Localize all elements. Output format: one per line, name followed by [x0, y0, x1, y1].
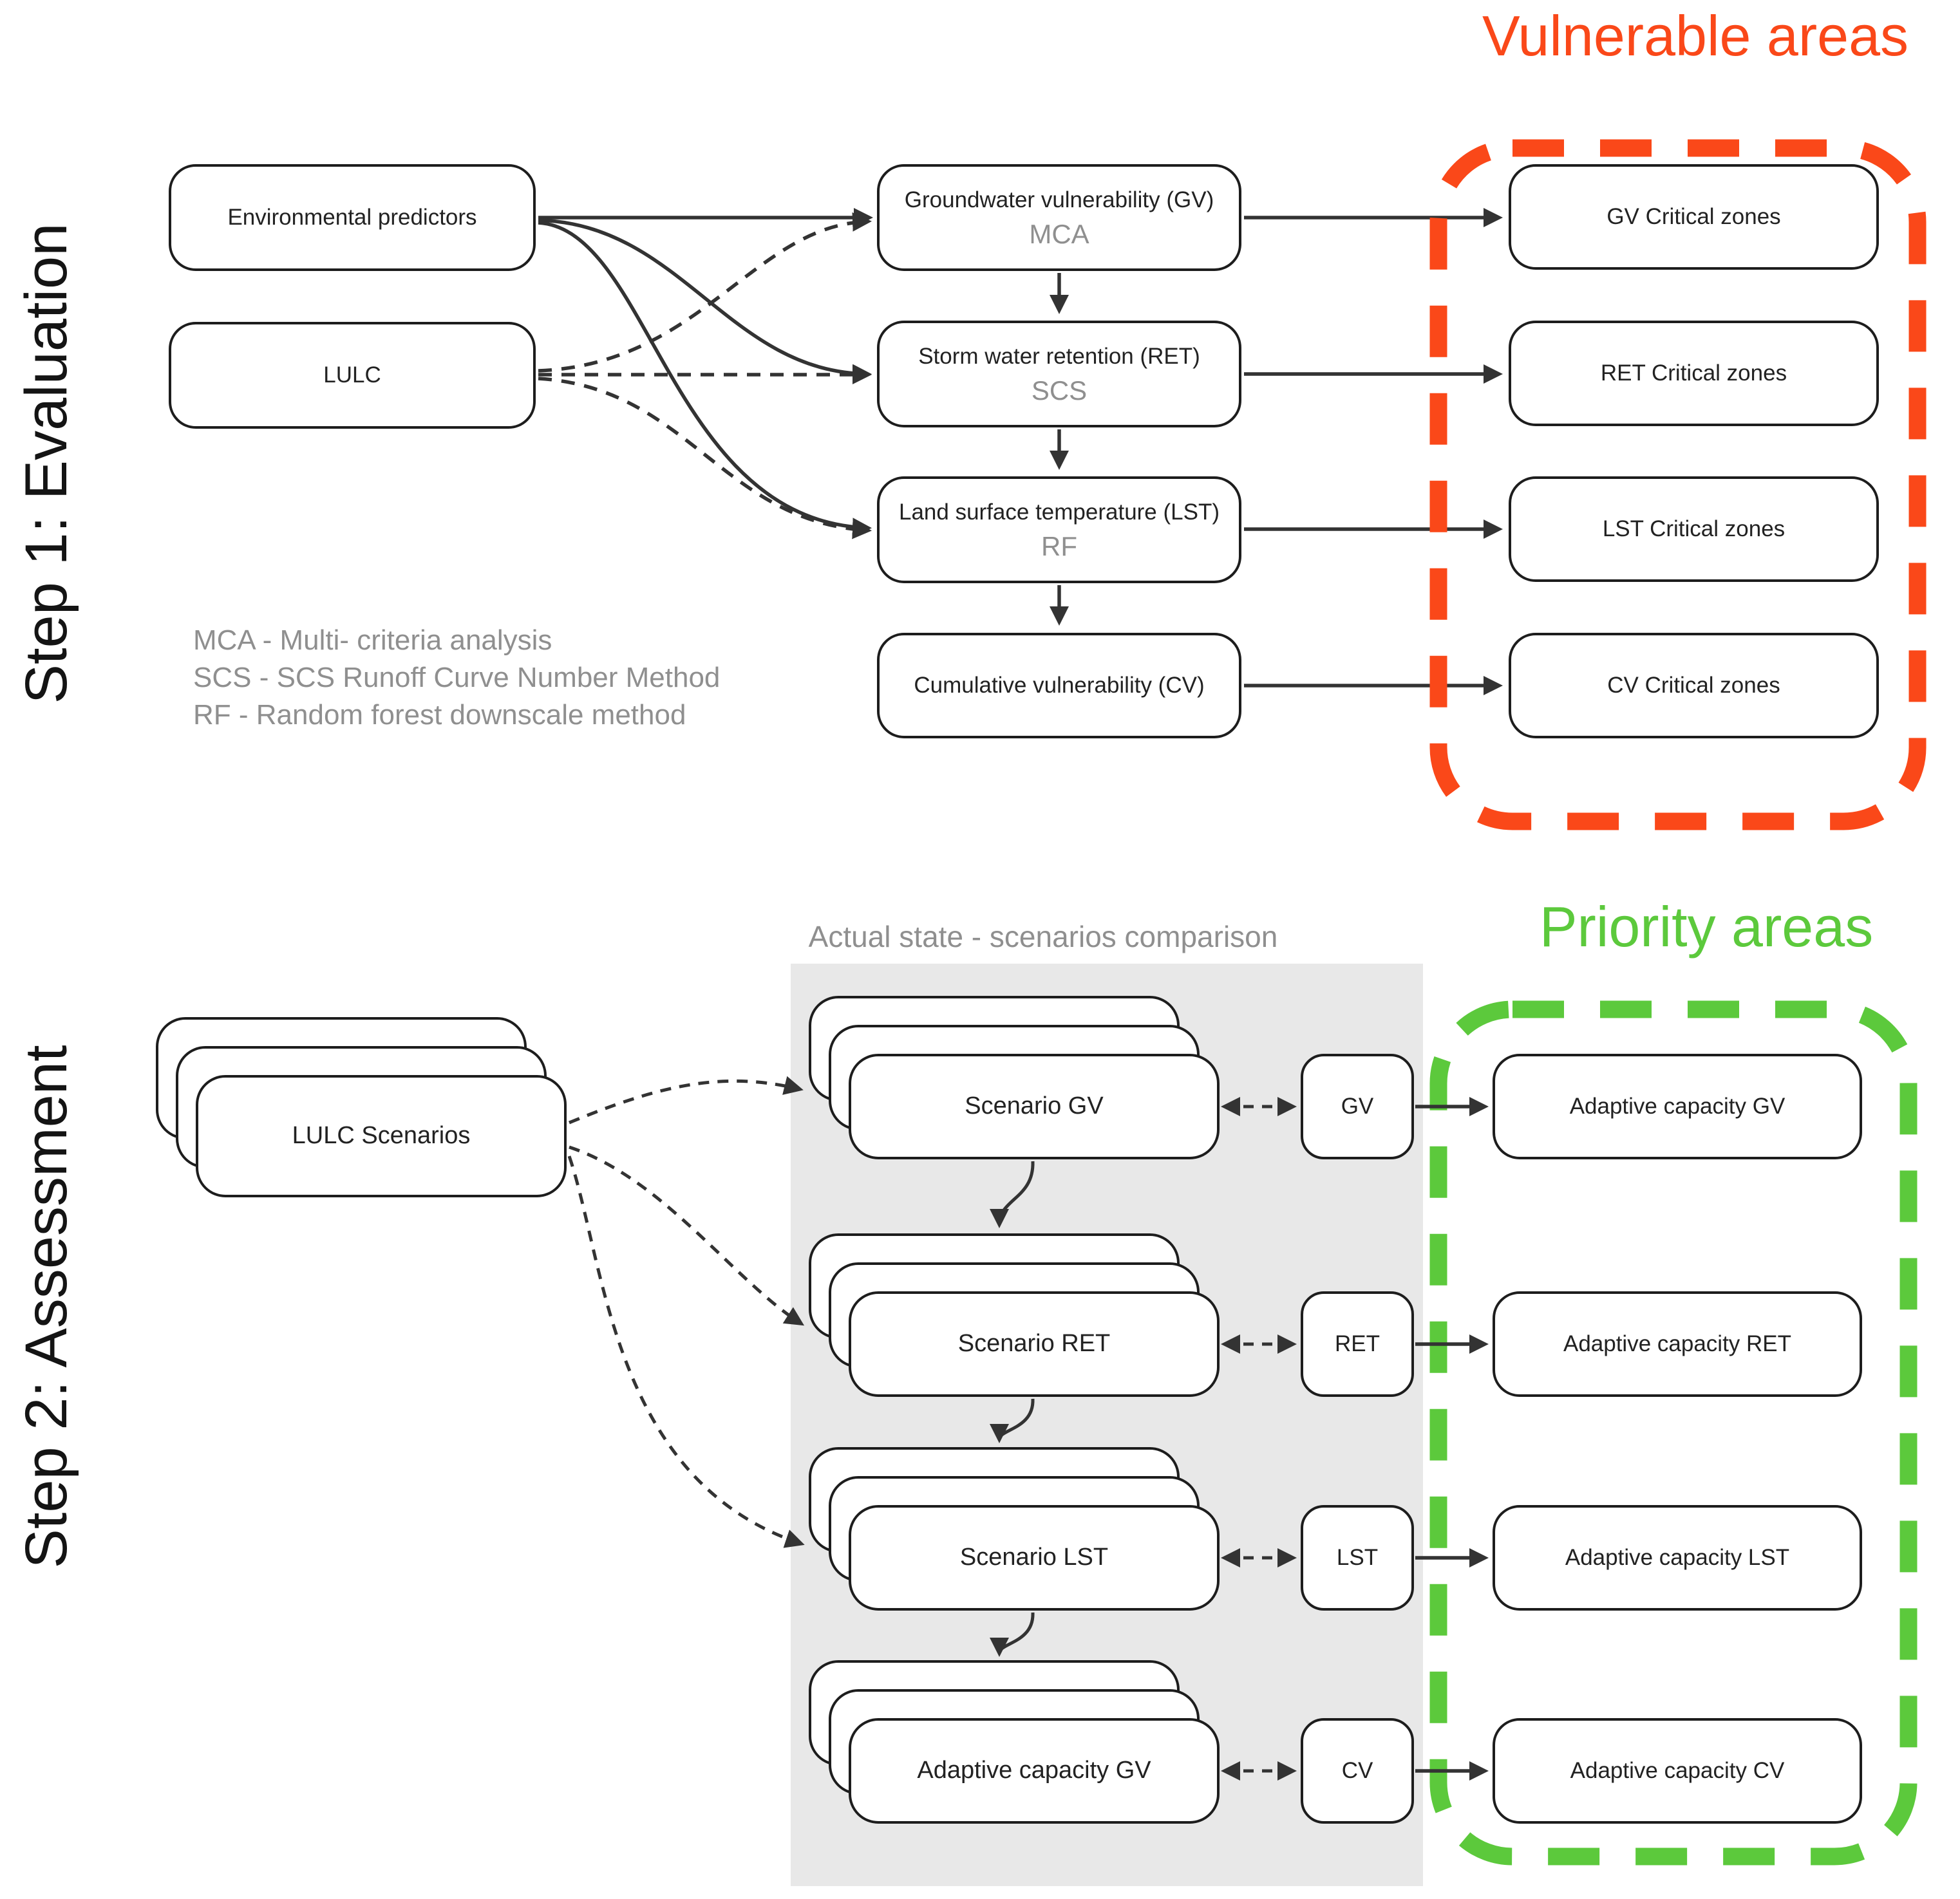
node-scenario-adaptive-capacity-gv: Adaptive capacity GV — [849, 1718, 1220, 1824]
node-lulc: LULC — [169, 322, 536, 429]
node-label: Scenario LST — [959, 1544, 1109, 1571]
legend-line-mca: MCA - Multi- criteria analysis — [193, 624, 552, 656]
node-ret-critical-zones: RET Critical zones — [1509, 321, 1879, 426]
node-scenario-lst: Scenario LST — [849, 1505, 1220, 1611]
legend-line-rf: RF - Random forest downscale method — [193, 699, 686, 731]
node-land-surface-temperature: Land surface temperature (LST) RF — [877, 476, 1241, 583]
step1-dashed-arrows — [538, 212, 872, 539]
node-label: LST Critical zones — [1602, 516, 1786, 542]
node-adaptive-capacity-cv: Adaptive capacity CV — [1493, 1718, 1862, 1824]
node-groundwater-vulnerability: Groundwater vulnerability (GV) MCA — [877, 164, 1241, 271]
node-label: Groundwater vulnerability (GV) — [904, 187, 1214, 213]
node-label: LULC — [323, 362, 381, 388]
legend-line-scs: SCS - SCS Runoff Curve Number Method — [193, 662, 721, 693]
step2-output-arrows — [1415, 1097, 1489, 1781]
node-lulc-scenarios: LULC Scenarios — [196, 1075, 567, 1197]
node-storm-water-retention: Storm water retention (RET) SCS — [877, 321, 1241, 427]
step1-label: Step 1: Evaluation — [14, 223, 79, 704]
priority-areas-title: Priority areas — [1539, 895, 1874, 959]
node-scenario-ret: Scenario RET — [849, 1291, 1220, 1397]
node-cumulative-vulnerability: Cumulative vulnerability (CV) — [877, 633, 1241, 738]
vulnerable-areas-title: Vulnerable areas — [1482, 4, 1909, 68]
node-label: LST — [1336, 1545, 1379, 1571]
node-actual-cv: CV — [1301, 1718, 1414, 1824]
node-label: GV — [1341, 1094, 1374, 1119]
node-adaptive-capacity-gv: Adaptive capacity GV — [1493, 1054, 1862, 1159]
node-label: Storm water retention (RET) — [918, 344, 1200, 370]
node-label: Adaptive capacity CV — [1570, 1758, 1785, 1784]
method-label: SCS — [1031, 375, 1088, 406]
node-label: Land surface temperature (LST) — [898, 500, 1220, 525]
node-label: Adaptive capacity RET — [1563, 1331, 1792, 1357]
step1-solid-arrows — [538, 208, 1503, 695]
method-label: MCA — [1029, 218, 1089, 249]
node-label: Environmental predictors — [227, 205, 477, 230]
node-cv-critical-zones: CV Critical zones — [1509, 633, 1879, 738]
method-label: RF — [1041, 530, 1077, 561]
node-label: GV Critical zones — [1607, 204, 1781, 230]
node-label: LULC Scenarios — [292, 1122, 471, 1150]
node-lst-critical-zones: LST Critical zones — [1509, 476, 1879, 582]
node-label: Scenario GV — [965, 1092, 1104, 1120]
node-scenario-gv: Scenario GV — [849, 1054, 1220, 1159]
node-label: CV — [1341, 1758, 1373, 1784]
node-label: Adaptive capacity GV — [917, 1757, 1151, 1784]
node-environmental-predictors: Environmental predictors — [169, 164, 536, 271]
node-label: CV Critical zones — [1607, 673, 1780, 698]
method-legend: MCA - Multi- criteria analysis SCS - SCS… — [193, 622, 720, 734]
node-actual-lst: LST — [1301, 1505, 1414, 1611]
node-label: RET — [1335, 1331, 1380, 1357]
node-label: RET Critical zones — [1600, 360, 1787, 386]
node-label: Adaptive capacity GV — [1569, 1094, 1786, 1119]
step2-scenario-feed-arrows — [567, 1076, 805, 1548]
comparison-panel-title: Actual state - scenarios comparison — [808, 920, 1278, 953]
node-adaptive-capacity-lst: Adaptive capacity LST — [1493, 1505, 1862, 1611]
node-adaptive-capacity-ret: Adaptive capacity RET — [1493, 1291, 1862, 1397]
node-actual-gv: GV — [1301, 1054, 1414, 1159]
node-actual-ret: RET — [1301, 1291, 1414, 1397]
node-label: Scenario RET — [957, 1330, 1111, 1358]
node-label: Cumulative vulnerability (CV) — [914, 673, 1205, 698]
node-gv-critical-zones: GV Critical zones — [1509, 164, 1879, 270]
node-label: Adaptive capacity LST — [1565, 1545, 1790, 1571]
step2-label: Step 2: Assessment — [14, 1045, 79, 1569]
